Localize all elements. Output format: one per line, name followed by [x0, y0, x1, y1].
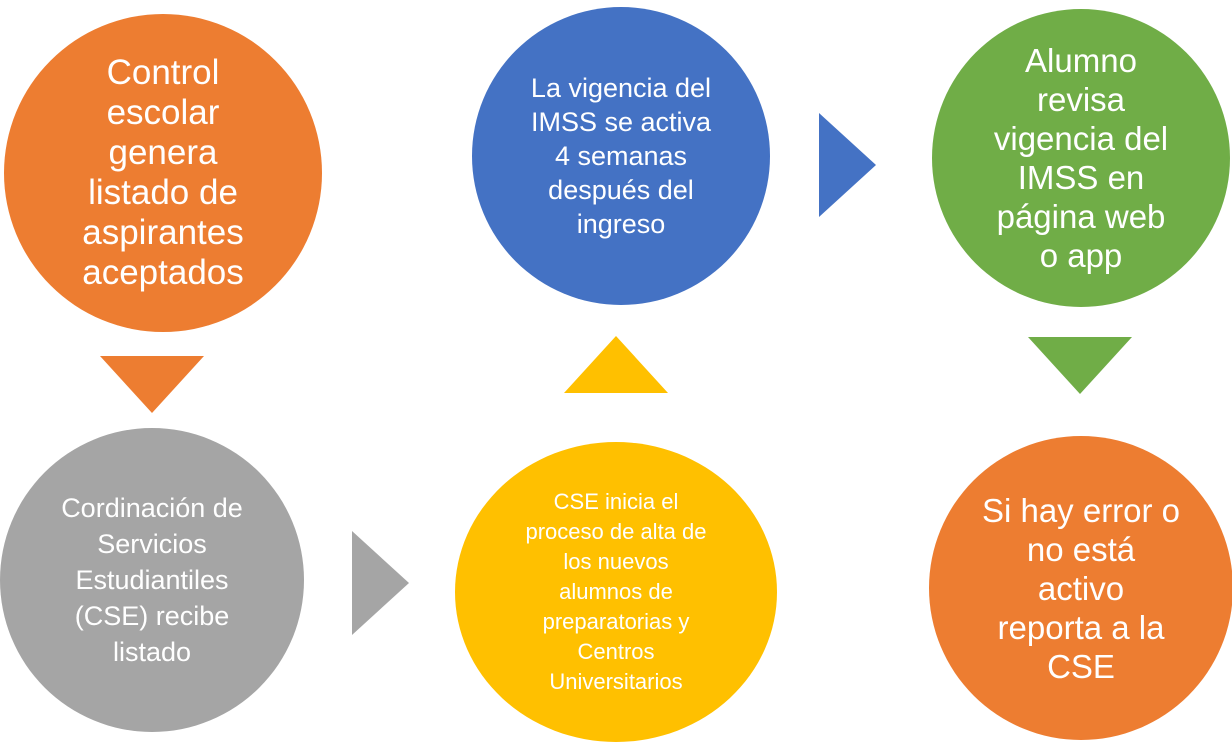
step-alumno-revisa-label: Alumno revisa vigencia del IMSS en págin… [993, 42, 1169, 274]
step-control-escolar-label: Control escolar genera listado de aspira… [82, 53, 244, 292]
arrow-up-yellow [564, 336, 668, 393]
step-cse-recibe-label: Cordinación de Servicios Estudiantiles (… [61, 493, 243, 667]
step-vigencia-imss-label: La vigencia del IMSS se activa 4 semanas… [530, 73, 712, 239]
step-vigencia-imss-node: La vigencia del IMSS se activa 4 semanas… [472, 7, 770, 305]
arrow-down-green [1028, 337, 1132, 394]
step-reporta-error-label: Si hay error o no está activo reporta a … [981, 491, 1181, 685]
arrow-right-gray [352, 531, 409, 635]
step-reporta-error-node: Si hay error o no está activo reporta a … [929, 436, 1232, 740]
step-cse-alta-label: CSE inicia el proceso de alta de los nue… [525, 489, 707, 694]
step-cse-alta-node: CSE inicia el proceso de alta de los nue… [455, 442, 777, 742]
step-control-escolar-node: Control escolar genera listado de aspira… [4, 14, 322, 332]
arrow-down-orange [100, 356, 204, 413]
arrow-right-blue [819, 113, 876, 217]
step-cse-recibe-node: Cordinación de Servicios Estudiantiles (… [0, 428, 304, 732]
step-alumno-revisa-node: Alumno revisa vigencia del IMSS en págin… [932, 9, 1230, 307]
